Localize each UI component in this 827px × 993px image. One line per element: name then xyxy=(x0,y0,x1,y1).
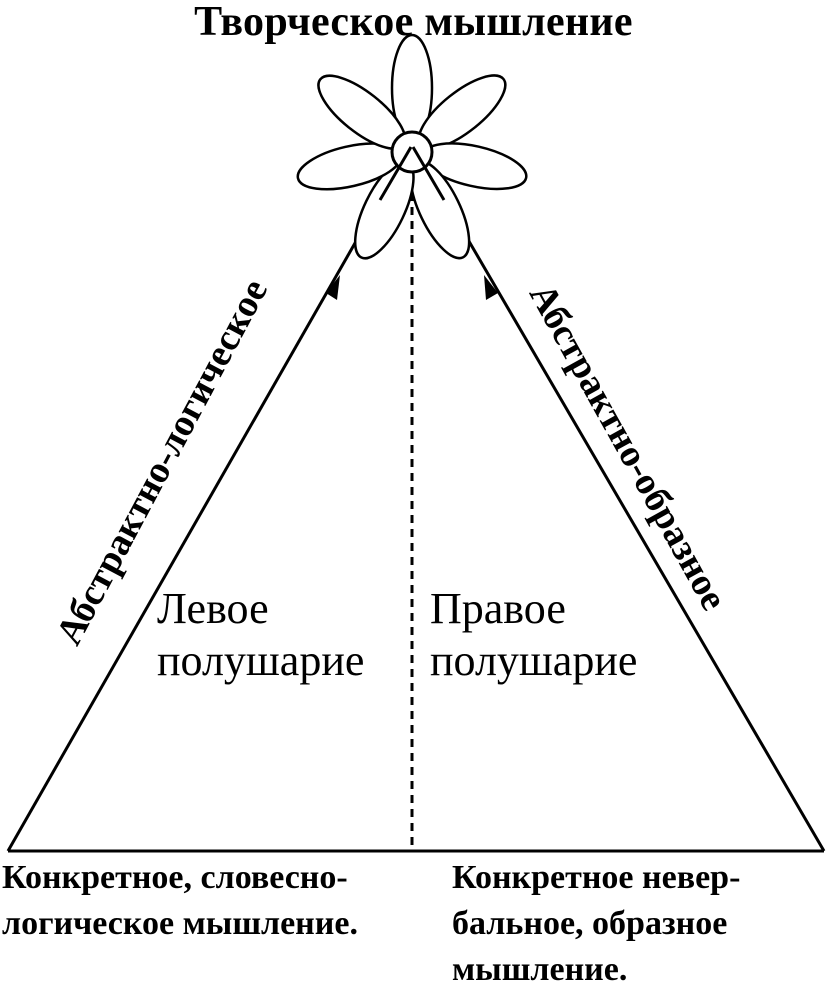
bottom-right-line1: Конкретное невер- xyxy=(452,859,741,896)
bottom-right-line3: мышление. xyxy=(452,951,628,988)
right-arrowhead xyxy=(484,275,498,300)
bottom-left-line1: Конкретное, словесно- xyxy=(2,859,348,896)
flower-icon xyxy=(296,33,528,260)
apex-right-stroke xyxy=(411,146,446,201)
left-hemisphere-line1: Левое xyxy=(157,584,269,633)
bottom-left-line2: логическое мышление. xyxy=(2,905,358,942)
left-hemisphere-label: Левое полушарие xyxy=(157,583,364,687)
right-hemisphere-label: Правое полушарие xyxy=(430,583,637,687)
right-hemisphere-line2: полушарие xyxy=(430,636,638,685)
bottom-right-caption: Конкретное невер- бальное, образное мышл… xyxy=(452,855,740,993)
left-arrowhead xyxy=(326,275,340,300)
left-edge-arrow xyxy=(6,151,409,852)
diagram-title: Творческое мышление xyxy=(194,0,633,45)
apex-left-stroke xyxy=(378,146,413,201)
right-hemisphere-line1: Правое xyxy=(430,584,566,633)
bottom-right-line2: бальное, образное xyxy=(452,905,728,942)
left-hemisphere-line2: полушарие xyxy=(157,636,365,685)
bottom-left-caption: Конкретное, словесно- логическое мышлени… xyxy=(2,855,358,947)
right-edge-arrow xyxy=(415,151,826,852)
